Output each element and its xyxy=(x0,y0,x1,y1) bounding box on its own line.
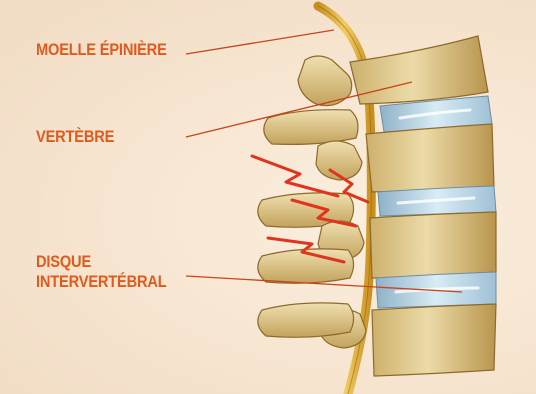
label-vertebra: VERTÈBRE xyxy=(36,127,114,147)
label-spinal-cord: MOELLE ÉPINIÈRE xyxy=(36,40,167,60)
label-intervertebral-disc: DISQUE INTERVERTÉBRAL xyxy=(36,252,167,292)
label-disc-line2: INTERVERTÉBRAL xyxy=(36,272,167,292)
vertebra-4 xyxy=(258,303,496,376)
label-disc-line1: DISQUE xyxy=(36,252,167,272)
leader-line-spinal-cord xyxy=(186,30,334,54)
